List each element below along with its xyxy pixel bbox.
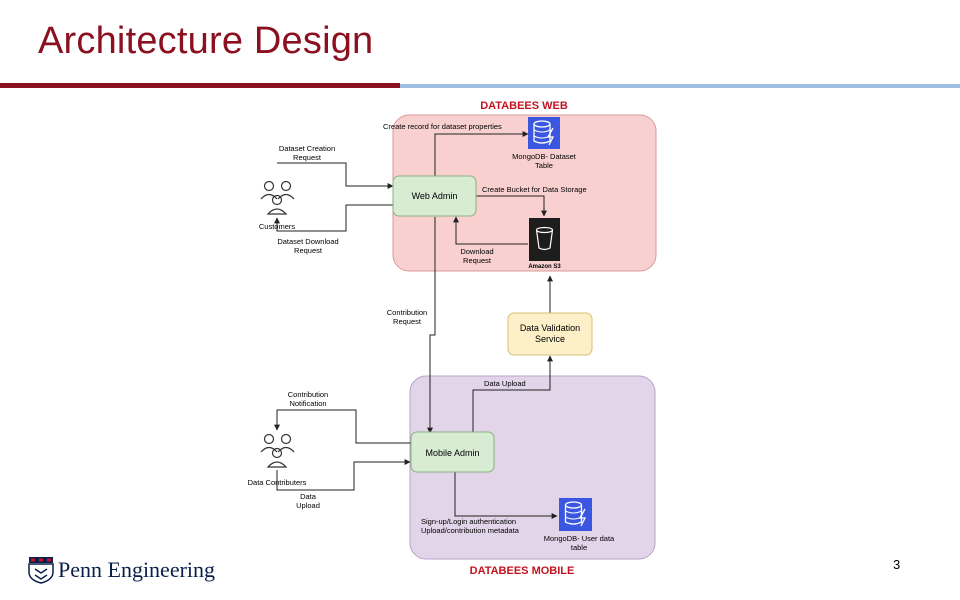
edge-create-record [434, 131, 529, 183]
dataset-download-label-2: Request [294, 246, 323, 255]
edge-contribution-notification [274, 409, 411, 444]
mongodb-dataset-label-2: Table [535, 161, 553, 170]
validation-service-label-1: Data Validation [520, 323, 580, 333]
edge-signup-login [454, 470, 558, 519]
create-record-label: Create record for dataset properties [383, 122, 502, 131]
logo-text: Penn Engineering [58, 557, 216, 582]
customers-icon [260, 180, 295, 215]
contribution-request-label-2: Request [393, 317, 422, 326]
mongodb-dataset-label-1: MongoDB- Dataset [512, 152, 577, 161]
data-contributers-label: Data Contributers [248, 478, 307, 487]
validation-service-box [507, 312, 593, 356]
mobile-admin-box [410, 431, 495, 473]
penn-shield-icon [28, 557, 54, 584]
customers-label: Customers [259, 222, 296, 231]
edge-contribution-request [427, 217, 436, 434]
mobile-region-title: DATABEES MOBILE [470, 565, 575, 577]
web-admin-label: Web Admin [412, 191, 458, 201]
validation-service-label-2: Service [535, 334, 565, 344]
dataset-creation-label-1: Dataset Creation [279, 144, 335, 153]
web-region-title: DATABEES WEB [480, 100, 568, 112]
mobile-region [409, 375, 656, 560]
contribution-request-label-1: Contribution [387, 308, 427, 317]
edge-create-bucket [476, 195, 547, 217]
contribution-notification-label-2: Notification [289, 399, 326, 408]
penn-engineering-logo: Penn Engineering [28, 556, 215, 584]
dataset-download-label-1: Dataset Download [277, 237, 338, 246]
signup-label-1: Sign-up/Login authentication [421, 517, 516, 526]
mongodb-dataset-icon [528, 117, 560, 149]
slide-title: Architecture Design [38, 20, 374, 62]
create-bucket-label: Create Bucket for Data Storage [482, 185, 587, 194]
mongodb-user-icon [559, 498, 592, 531]
signup-label-2: Upload/contribution metadata [421, 526, 520, 535]
data-upload-label-1: Data [300, 492, 317, 501]
mobile-admin-label: Mobile Admin [425, 448, 479, 458]
data-upload-top-label: Data Upload [484, 379, 526, 388]
mongodb-user-label-2: table [571, 543, 587, 552]
edge-dataset-creation [277, 162, 394, 189]
data-contributers-icon [260, 433, 295, 468]
contribution-notification-label-1: Contribution [288, 390, 328, 399]
title-underline-red [0, 83, 400, 88]
edge-data-upload-bottom [276, 459, 411, 491]
dataset-creation-label-2: Request [293, 153, 322, 162]
mongodb-user-label-1: MongoDB- User data [544, 534, 615, 543]
page-number: 3 [893, 557, 901, 572]
edge-dataset-download [274, 204, 393, 232]
download-request-label-2: Request [463, 256, 492, 265]
download-request-label-1: Download [460, 247, 493, 256]
amazon-s3-icon [529, 218, 560, 261]
amazon-s3-label: Amazon S3 [528, 264, 561, 270]
edge-data-upload-top [472, 355, 553, 433]
web-admin-box [392, 175, 477, 217]
edge-download-request [453, 216, 528, 245]
title-underline-blue [400, 84, 960, 88]
data-upload-label-2: Upload [296, 501, 320, 510]
